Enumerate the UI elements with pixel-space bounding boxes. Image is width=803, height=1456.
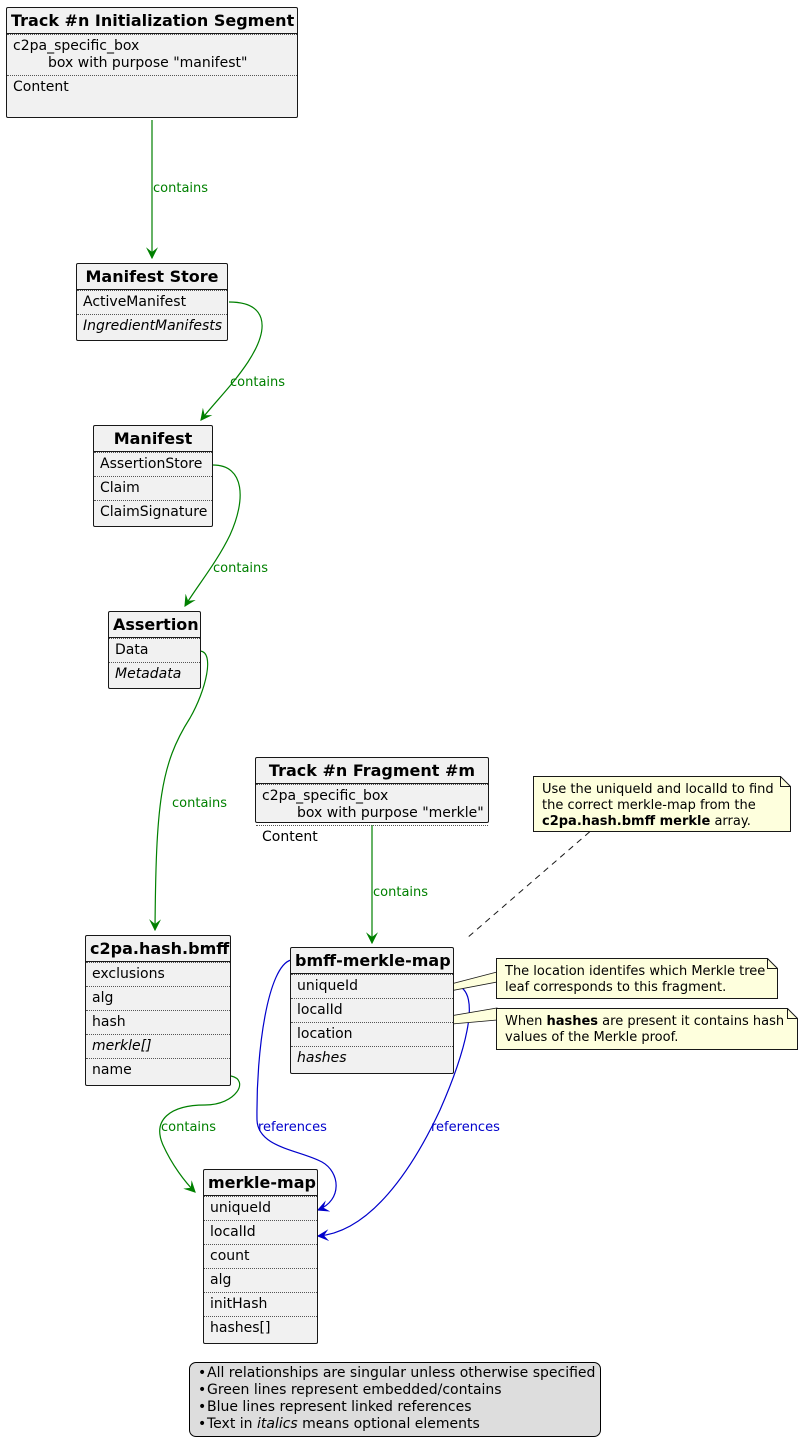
note-text: When hashes are present it contains hash… — [505, 1014, 790, 1046]
manifest-store-class: Manifest Store ActiveManifest Ingredient… — [76, 263, 228, 341]
field-location: location — [291, 1022, 453, 1046]
manifest-class: Manifest AssertionStore Claim ClaimSigna… — [93, 425, 213, 527]
edge-manifest-to-assertion — [184, 464, 241, 608]
field-hashes: hashes[] — [204, 1316, 317, 1340]
note-line: The location identifes which Merkle tree — [505, 964, 766, 979]
edge-label-contains: contains — [161, 1120, 217, 1135]
note-bold-text: c2pa.hash.bmff merkle — [542, 814, 711, 829]
note-text: Use the uniqueId and localId to find the… — [542, 782, 783, 830]
class-title: Track #n Initialization Segment — [7, 8, 297, 34]
field-count: count — [204, 1244, 317, 1268]
field-hashes: hashes — [291, 1046, 453, 1070]
note-line: Use the uniqueId and localId to find — [542, 782, 774, 797]
location-note: The location identifes which Merkle tree… — [496, 958, 778, 999]
note-line: When hashes are present it contains hash — [505, 1014, 790, 1030]
note-text-pre: When — [505, 1014, 547, 1029]
field-claim: Claim — [94, 476, 212, 500]
field-c2pa-specific-box: c2pa_specific_box box with purpose "merk… — [256, 784, 488, 825]
hash-bmff-class: c2pa.hash.bmff exclusions alg hash merkl… — [85, 935, 231, 1086]
edge-hashbmff-to-merklemap — [159, 1075, 241, 1193]
field-text: c2pa_specific_box — [262, 788, 389, 804]
legend-text-post: means optional elements — [297, 1416, 480, 1432]
field-content: Content — [7, 75, 297, 99]
class-title: Track #n Fragment #m — [256, 758, 488, 784]
note-line: leaf corresponds to this fragment. — [505, 980, 727, 995]
note-bold-text: hashes — [546, 1014, 599, 1029]
field-unique-id: uniqueId — [291, 974, 453, 998]
field-unique-id: uniqueId — [204, 1196, 317, 1220]
edge-label-contains: contains — [172, 796, 228, 811]
field-data: Data — [109, 638, 200, 662]
field-alg: alg — [204, 1268, 317, 1292]
edge-label-references: references — [258, 1120, 327, 1135]
field-merkle: merkle[] — [86, 1034, 230, 1058]
field-text: c2pa_specific_box — [13, 38, 140, 54]
field-exclusions: exclusions — [86, 962, 230, 986]
legend: All relationships are singular unless ot… — [189, 1362, 601, 1437]
field-name: name — [86, 1058, 230, 1082]
field-ingredient-manifests: IngredientManifests — [77, 314, 227, 338]
class-title: c2pa.hash.bmff — [86, 936, 230, 962]
note-line: the correct merkle-map from the — [542, 798, 756, 813]
note-text-rest: array. — [710, 814, 751, 829]
field-local-id: localId — [204, 1220, 317, 1244]
field-claim-signature: ClaimSignature — [94, 500, 212, 524]
class-title: Manifest Store — [77, 264, 227, 290]
field-active-manifest: ActiveManifest — [77, 290, 227, 314]
field-subtext: box with purpose "manifest" — [48, 55, 248, 71]
class-title: Manifest — [94, 426, 212, 452]
note-line: values of the Merkle proof. — [505, 1030, 679, 1045]
edge-label-contains: contains — [230, 375, 286, 390]
fragment-class: Track #n Fragment #m c2pa_specific_box b… — [255, 757, 489, 845]
edge-assertion-to-hashbmff — [149, 650, 209, 932]
bmff-merkle-map-class: bmff-merkle-map uniqueId localId locatio… — [290, 947, 454, 1074]
field-local-id: localId — [291, 998, 453, 1022]
note-shape — [496, 1008, 798, 1050]
class-title: merkle-map — [204, 1170, 317, 1196]
field-subtext: box with purpose "merkle" — [297, 805, 484, 821]
field-assertion-store: AssertionStore — [94, 452, 212, 476]
edge-bmffmap-uniqueid-to-merklemap — [256, 959, 337, 1212]
note-shape — [533, 776, 791, 832]
init-segment-class: Track #n Initialization Segment c2pa_spe… — [6, 7, 298, 118]
field-content: Content — [256, 825, 488, 849]
field-alg: alg — [86, 986, 230, 1010]
note-text-post: are present it contains hash — [598, 1014, 785, 1029]
edge-label-references: references — [431, 1120, 500, 1135]
legend-text-pre: Text in — [207, 1416, 257, 1432]
hashes-note: When hashes are present it contains hash… — [496, 1008, 798, 1050]
uniqueid-note: Use the uniqueId and localId to find the… — [533, 776, 791, 832]
edge-store-to-manifest — [200, 301, 263, 421]
legend-item: Green lines represent embedded/contains — [198, 1382, 592, 1399]
field-init-hash: initHash — [204, 1292, 317, 1316]
field-metadata: Metadata — [109, 662, 200, 686]
legend-item: Blue lines represent linked references — [198, 1399, 592, 1416]
legend-item: All relationships are singular unless ot… — [198, 1365, 595, 1382]
field-hash: hash — [86, 1010, 230, 1034]
legend-italic-text: italics — [256, 1416, 298, 1432]
legend-item: Text in italics means optional elements — [198, 1416, 592, 1433]
edge-label-contains: contains — [373, 885, 429, 900]
note-shape — [496, 958, 778, 999]
edge-label-contains: contains — [153, 181, 209, 196]
merkle-map-class: merkle-map uniqueId localId count alg in… — [203, 1169, 318, 1344]
edge-bmffmap-localid-to-merklemap — [316, 984, 470, 1242]
assertion-class: Assertion Data Metadata — [108, 611, 201, 689]
field-c2pa-specific-box: c2pa_specific_box box with purpose "mani… — [7, 34, 297, 75]
note-text: The location identifes which Merkle tree… — [505, 964, 770, 996]
edge-label-contains: contains — [213, 561, 269, 576]
class-title: Assertion — [109, 612, 200, 638]
class-title: bmff-merkle-map — [291, 948, 453, 974]
note-line: c2pa.hash.bmff merkle array. — [542, 814, 783, 830]
